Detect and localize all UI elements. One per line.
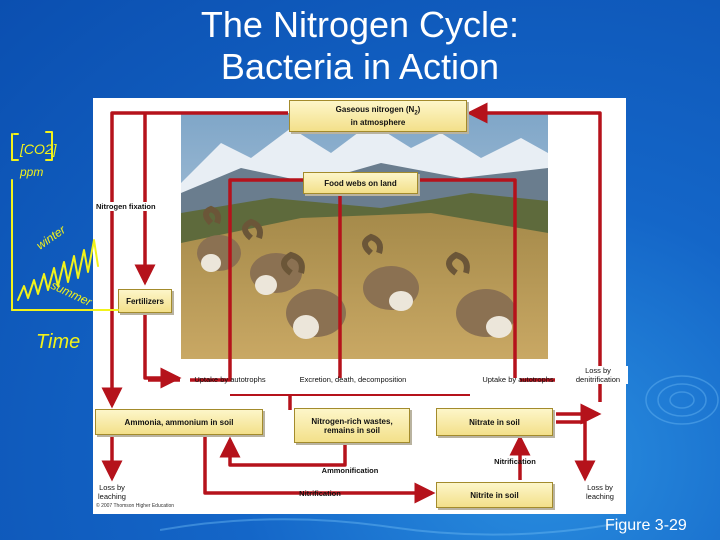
- handwritten-annotation: [CO2] ppm winter summer Time: [11, 131, 119, 353]
- nitrite-box: Nitrite in soil: [436, 482, 553, 508]
- gaseous-nitrogen-line2: in atmosphere: [350, 118, 406, 128]
- wastes-box: Nitrogen-rich wastes, remains in soil: [294, 408, 410, 443]
- nitrogen-fixation-label: Nitrogen fixation: [96, 202, 168, 211]
- fertilizers-label: Fertilizers: [126, 296, 164, 306]
- gaseous-label-b: ): [417, 104, 421, 114]
- gaseous-label-sub: 2: [414, 110, 418, 117]
- uptake-left-label: Uptake by autotrophs: [194, 375, 266, 384]
- swirl-decoration: [645, 375, 719, 425]
- copyright-credit: © 2007 Thomson Higher Education: [96, 503, 175, 509]
- food-webs-label: Food webs on land: [324, 178, 397, 188]
- wastes-line2: remains in soil: [323, 425, 381, 435]
- uptake-right-label: Uptake by autotrophs: [482, 375, 554, 384]
- ammonia-label: Ammonia, ammonium in soil: [124, 417, 234, 427]
- title-line-2: Bacteria in Action: [220, 46, 500, 87]
- ammonia-box: Ammonia, ammonium in soil: [95, 409, 263, 435]
- ammonification-label: Ammonification: [321, 466, 379, 475]
- wastes-line1: Nitrogen-rich wastes,: [311, 416, 393, 426]
- winter-handwriting: winter: [34, 222, 69, 252]
- excretion-label: Excretion, death, decomposition: [299, 375, 407, 384]
- loss-leaching-right-line1: Loss by: [587, 483, 613, 492]
- gaseous-label-a: Gaseous nitrogen (N: [335, 104, 415, 114]
- gaseous-nitrogen-line1: Gaseous nitrogen (N2): [336, 105, 421, 119]
- slide-title: The Nitrogen Cycle: Bacteria in Action: [0, 4, 720, 88]
- wave-decoration: [160, 518, 620, 536]
- summer-handwriting: summer: [49, 278, 95, 309]
- bighorn-sheep-photo: [181, 113, 548, 359]
- loss-leaching-right-line2: leaching: [586, 492, 614, 501]
- figure-number: Figure 3-29: [605, 517, 687, 534]
- gaseous-nitrogen-box: Gaseous nitrogen (N2) in atmosphere: [289, 100, 467, 132]
- nitrite-label: Nitrite in soil: [470, 490, 519, 500]
- loss-denitrification-label: Loss by denitrification: [568, 366, 628, 384]
- loss-leaching-left-label: Loss by leaching: [92, 483, 132, 501]
- ppm-handwriting: ppm: [19, 165, 43, 179]
- loss-denitrification-line1: Loss by: [585, 366, 611, 375]
- loss-leaching-left-line1: Loss by: [99, 483, 125, 492]
- loss-denitrification-line2: denitrification: [575, 375, 621, 384]
- food-webs-box: Food webs on land: [303, 172, 418, 194]
- time-handwriting: Time: [36, 331, 80, 353]
- nitrate-box: Nitrate in soil: [436, 408, 553, 436]
- loss-leaching-left-line2: leaching: [98, 492, 126, 501]
- title-line-1: The Nitrogen Cycle:: [200, 4, 520, 45]
- fertilizers-box: Fertilizers: [118, 289, 172, 313]
- nitrification-right-label: Nitrification: [494, 457, 536, 466]
- loss-leaching-right-label: Loss by leaching: [578, 483, 622, 501]
- co2-handwriting: [CO2]: [19, 141, 58, 157]
- nitrate-label: Nitrate in soil: [469, 417, 520, 427]
- nitrification-bottom-label: Nitrification: [299, 489, 341, 498]
